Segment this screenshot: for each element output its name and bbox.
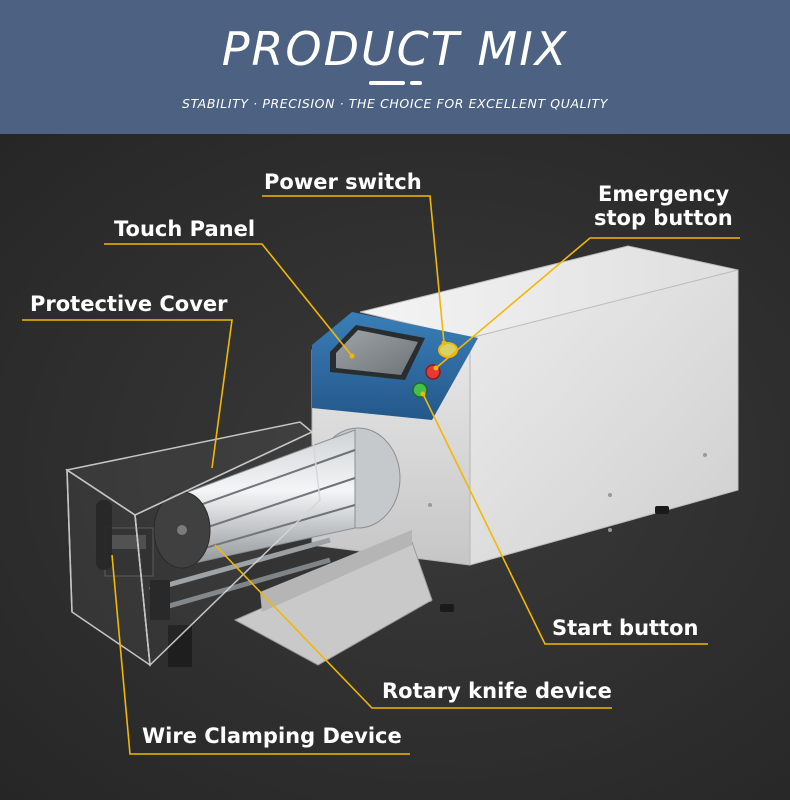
leader-start-button (422, 393, 708, 645)
label-power-switch: Power switch (264, 170, 422, 194)
header-banner: PRODUCT MIX STABILITY · PRECISION · THE … (0, 0, 790, 134)
label-touch-panel: Touch Panel (114, 217, 256, 241)
touch-panel-display (336, 330, 418, 375)
leader-lines (22, 195, 740, 755)
label-emergency-line2: stop button (594, 206, 733, 230)
page-subtitle: STABILITY · PRECISION · THE CHOICE FOR E… (182, 96, 608, 111)
leader-protective-cover (22, 319, 233, 469)
page-title: PRODUCT MIX (221, 22, 569, 76)
power-switch (438, 342, 458, 358)
leader-power-switch (262, 195, 445, 344)
label-rotary-knife: Rotary knife device (382, 679, 612, 703)
label-wire-clamping: Wire Clamping Device (142, 724, 402, 748)
leader-wire-clamping (111, 554, 410, 755)
title-underline-short (410, 81, 422, 85)
label-emergency-line1: Emergency (598, 182, 730, 206)
label-start-button: Start button (552, 616, 699, 640)
leader-rotary-knife (214, 544, 612, 709)
title-underline-long (369, 81, 405, 85)
label-protective-cover: Protective Cover (30, 292, 228, 316)
protective-cover (65, 421, 321, 667)
leader-touch-panel (104, 243, 353, 357)
leader-emergency (435, 237, 740, 369)
